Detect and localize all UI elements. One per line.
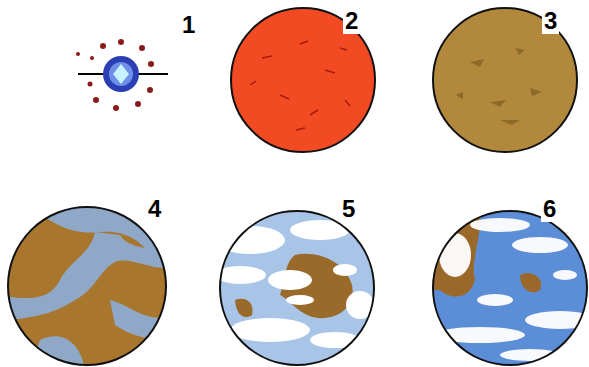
illustration-part <box>325 70 335 73</box>
illustration-part <box>500 120 520 125</box>
illustration-part <box>553 270 577 280</box>
illustration-part <box>118 39 124 45</box>
illustration-part <box>280 95 289 99</box>
illustration-part <box>76 52 80 56</box>
molten-planet <box>231 8 375 152</box>
land-and-clouds <box>430 210 589 361</box>
callout-number: 1 <box>180 12 197 38</box>
illustration-part <box>250 81 256 85</box>
earth-planet <box>430 210 589 365</box>
callout-number: 3 <box>542 8 559 34</box>
illustration-part <box>215 226 285 254</box>
planet-outline <box>231 8 375 152</box>
illustration-part <box>296 128 305 130</box>
crust-planet <box>433 8 577 152</box>
illustration-part <box>333 264 357 276</box>
illustration-part <box>439 233 471 277</box>
callout-number: 4 <box>146 196 163 222</box>
illustration-part <box>93 97 99 103</box>
illustration-part <box>520 273 541 292</box>
illustration-part <box>300 41 308 44</box>
illustration-part <box>470 59 484 67</box>
planet-outline <box>433 8 577 152</box>
illustration-part <box>5 232 170 320</box>
illustration-part <box>110 300 170 340</box>
illustration-part <box>147 87 153 93</box>
illustration-part <box>470 218 530 232</box>
illustration-part <box>113 105 119 111</box>
illustration-part <box>30 336 85 367</box>
illustration-part <box>135 101 141 107</box>
illustration-part <box>490 100 506 107</box>
callout-number: 6 <box>541 196 558 222</box>
planet-disc <box>231 8 375 152</box>
callout-number: 2 <box>343 8 360 34</box>
illustration-part <box>512 237 568 253</box>
dust-dots <box>76 39 154 111</box>
callout-number: 5 <box>340 196 357 222</box>
illustration-part <box>290 220 350 240</box>
star-ring <box>109 62 133 86</box>
illustration-part <box>286 295 314 305</box>
star-outer <box>103 56 139 92</box>
planet-outline <box>8 207 166 365</box>
illustration-part <box>530 88 542 96</box>
illustration-part <box>148 61 154 67</box>
illustration-part <box>310 110 318 115</box>
planet-outline <box>433 211 587 365</box>
illustration-part <box>340 48 347 50</box>
illustration-part <box>477 294 513 306</box>
planet-outline <box>220 211 374 365</box>
star-core <box>113 64 129 84</box>
crust-marks <box>455 48 542 125</box>
illustration-part <box>139 45 145 51</box>
illustration-part <box>262 56 272 58</box>
illustration-part <box>268 270 312 290</box>
cloudy-planet <box>214 211 374 365</box>
illustration-part <box>100 43 106 49</box>
illustration-part <box>455 92 463 99</box>
oceans <box>5 200 170 367</box>
surface-streaks <box>250 41 350 130</box>
illustration-part <box>515 48 525 55</box>
planet-disc <box>220 211 374 365</box>
illustration-part <box>88 82 93 87</box>
illustration-part <box>500 349 560 361</box>
illustration-part <box>345 100 350 106</box>
illustration-part <box>235 299 253 317</box>
planet-disc <box>433 8 577 152</box>
ocean-planet <box>5 200 170 367</box>
protostar <box>76 39 168 111</box>
illustration-part <box>90 56 94 60</box>
illustration-part <box>230 318 310 342</box>
